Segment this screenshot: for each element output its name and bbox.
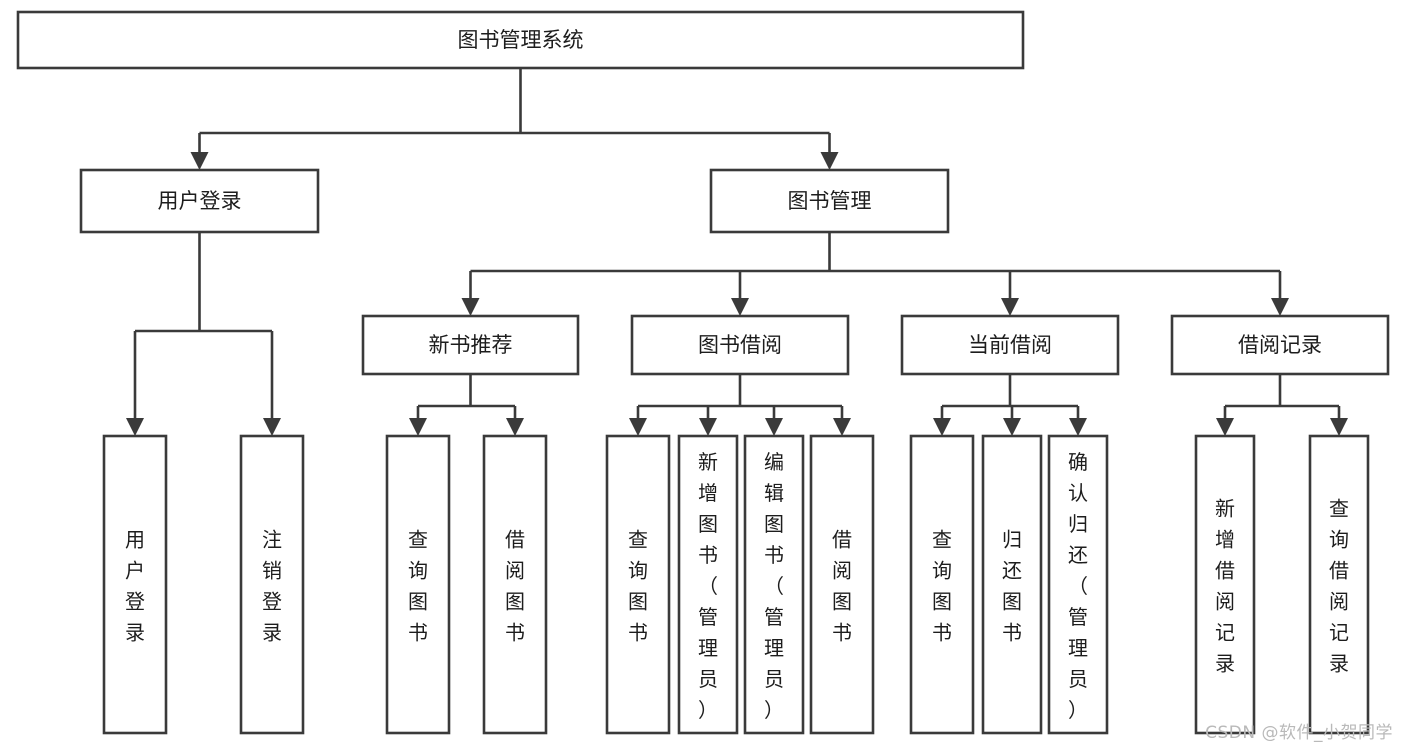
- connector-arrowhead: [765, 418, 783, 436]
- node-leaf-edit-book-label: 编辑图书（管理员）: [764, 450, 784, 722]
- connector-arrowhead: [1069, 418, 1087, 436]
- node-book-management-label: 图书管理: [788, 189, 872, 213]
- node-leaf-logout[interactable]: 注销登录: [239, 434, 305, 735]
- connector-arrowhead: [820, 152, 839, 170]
- node-leaf-edit-book[interactable]: 编辑图书（管理员）: [743, 434, 805, 735]
- node-book-borrow-box: [630, 314, 850, 376]
- connector-arrowhead: [126, 418, 144, 436]
- node-leaf-add-borrow-record[interactable]: 新增借阅记录: [1194, 434, 1256, 735]
- node-borrow-record-label: 借阅记录: [1238, 333, 1322, 357]
- node-leaf-borrow-book-recommend-box: [482, 434, 548, 735]
- node-leaf-borrow-book-box: [809, 434, 875, 735]
- connector-arrowhead: [1271, 298, 1289, 316]
- node-user-login[interactable]: 用户登录: [79, 168, 320, 234]
- connectors-layer: [126, 68, 1348, 436]
- node-borrow-record-box: [1170, 314, 1390, 376]
- node-leaf-query-book-recommend-box: [385, 434, 451, 735]
- node-leaf-logout-box: [239, 434, 305, 735]
- nodes-layer: 图书管理系统用户登录图书管理新书推荐图书借阅当前借阅借阅记录用户登录注销登录查询…: [16, 10, 1390, 735]
- node-leaf-edit-book-box: [743, 434, 805, 735]
- node-book-management[interactable]: 图书管理: [709, 168, 950, 234]
- node-leaf-user-login[interactable]: 用户登录: [102, 434, 168, 735]
- node-book-management-box: [709, 168, 950, 234]
- node-user-login-label: 用户登录: [158, 189, 242, 213]
- node-leaf-query-book-recommend-label: 查询图书: [408, 528, 428, 645]
- node-leaf-return-book-box: [981, 434, 1043, 735]
- connector-arrowhead: [190, 152, 209, 170]
- node-leaf-query-book-borrow-label: 查询图书: [628, 528, 648, 645]
- connector-arrowhead: [833, 418, 851, 436]
- node-leaf-confirm-return-box: [1047, 434, 1109, 735]
- node-leaf-query-borrow-record-label: 查询借阅记录: [1329, 497, 1349, 676]
- node-leaf-query-book-current[interactable]: 查询图书: [909, 434, 975, 735]
- node-leaf-query-borrow-record[interactable]: 查询借阅记录: [1308, 434, 1370, 735]
- connector-arrowhead: [629, 418, 647, 436]
- connector-arrowhead: [1216, 418, 1234, 436]
- node-leaf-query-book-borrow-box: [605, 434, 671, 735]
- node-new-book-recommend-label: 新书推荐: [429, 333, 513, 357]
- node-leaf-user-login-box: [102, 434, 168, 735]
- node-current-borrow-label: 当前借阅: [968, 333, 1052, 357]
- node-leaf-borrow-book[interactable]: 借阅图书: [809, 434, 875, 735]
- node-leaf-query-book-current-label: 查询图书: [932, 528, 952, 645]
- connector-arrowhead: [409, 418, 427, 436]
- node-leaf-borrow-book-recommend[interactable]: 借阅图书: [482, 434, 548, 735]
- connector-arrowhead: [263, 418, 281, 436]
- node-borrow-record[interactable]: 借阅记录: [1170, 314, 1390, 376]
- node-root-box: [16, 10, 1025, 70]
- connector-arrowhead: [933, 418, 951, 436]
- node-leaf-logout-label: 注销登录: [262, 528, 282, 645]
- node-leaf-user-login-label: 用户登录: [125, 528, 145, 645]
- connector-arrowhead: [1003, 418, 1021, 436]
- connector-arrowhead: [731, 298, 749, 316]
- node-book-borrow[interactable]: 图书借阅: [630, 314, 850, 376]
- node-root-label: 图书管理系统: [458, 28, 584, 52]
- node-leaf-add-book-label: 新增图书（管理员）: [698, 450, 718, 722]
- node-leaf-add-book[interactable]: 新增图书（管理员）: [677, 434, 739, 735]
- node-leaf-query-borrow-record-box: [1308, 434, 1370, 735]
- node-leaf-confirm-return-label: 确认归还（管理员）: [1068, 450, 1088, 722]
- node-leaf-borrow-book-recommend-label: 借阅图书: [505, 528, 525, 645]
- node-root[interactable]: 图书管理系统: [16, 10, 1025, 70]
- node-leaf-confirm-return[interactable]: 确认归还（管理员）: [1047, 434, 1109, 735]
- node-leaf-return-book[interactable]: 归还图书: [981, 434, 1043, 735]
- connector-arrowhead: [1001, 298, 1019, 316]
- node-leaf-query-book-current-box: [909, 434, 975, 735]
- node-book-borrow-label: 图书借阅: [698, 333, 782, 357]
- connector-arrowhead: [506, 418, 524, 436]
- node-new-book-recommend-box: [361, 314, 580, 376]
- watermark-label: CSDN @软件_小贺同学: [1205, 723, 1393, 743]
- node-current-borrow[interactable]: 当前借阅: [900, 314, 1120, 376]
- node-leaf-return-book-label: 归还图书: [1002, 528, 1022, 645]
- node-leaf-borrow-book-label: 借阅图书: [832, 528, 852, 645]
- node-user-login-box: [79, 168, 320, 234]
- connector-arrowhead: [461, 298, 480, 316]
- node-leaf-add-borrow-record-label: 新增借阅记录: [1215, 497, 1235, 676]
- node-leaf-add-borrow-record-box: [1194, 434, 1256, 735]
- connector-arrowhead: [1330, 418, 1348, 436]
- node-current-borrow-box: [900, 314, 1120, 376]
- node-leaf-query-book-borrow[interactable]: 查询图书: [605, 434, 671, 735]
- node-new-book-recommend[interactable]: 新书推荐: [361, 314, 580, 376]
- connector-arrowhead: [699, 418, 717, 436]
- node-leaf-query-book-recommend[interactable]: 查询图书: [385, 434, 451, 735]
- node-leaf-add-book-box: [677, 434, 739, 735]
